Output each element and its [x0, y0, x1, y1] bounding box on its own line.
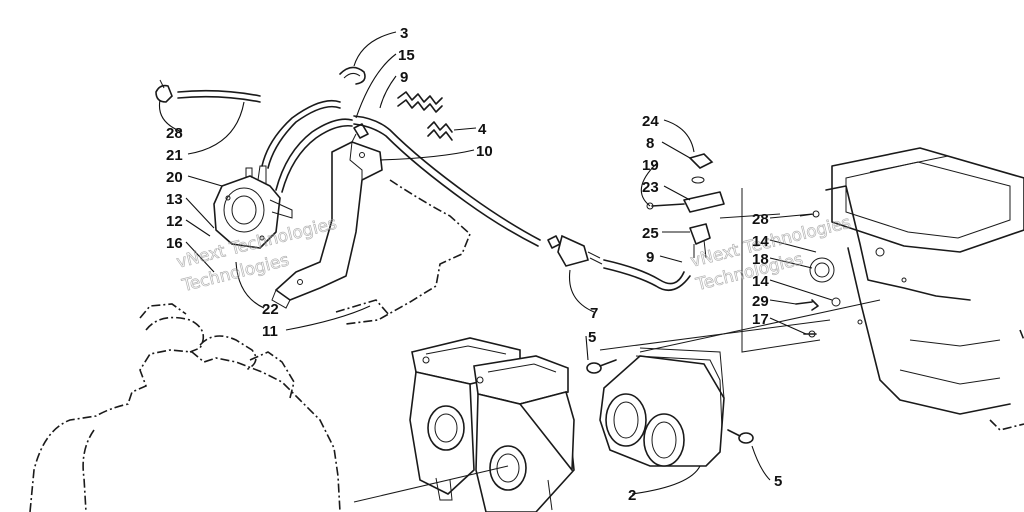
callout-12: 12: [166, 213, 183, 230]
callout-25: 25: [642, 225, 659, 242]
callout-23: 23: [642, 179, 659, 196]
hose-clamp: [155, 79, 173, 103]
carb-guide-line: [353, 465, 509, 503]
chassis-frame: [809, 147, 1024, 431]
callout-15: 15: [398, 47, 415, 64]
callout-29: 29: [752, 293, 769, 310]
callout-20: 20: [166, 169, 183, 186]
hose-springs: [397, 91, 453, 141]
airbox-adaptor: [599, 347, 725, 467]
valve-assembly: [646, 153, 725, 259]
callout-4: 4: [478, 121, 487, 138]
callout-13: 13: [166, 191, 183, 208]
callout-11: 11: [262, 323, 278, 340]
leader-lines: [158, 31, 833, 495]
callout-21: 21: [166, 147, 183, 164]
callout-17: 17: [752, 311, 769, 328]
callout-2: 2: [628, 487, 636, 504]
callout-5a: 5: [588, 329, 596, 346]
fuel-pump: [213, 165, 293, 249]
callout-16: 16: [166, 235, 183, 252]
callout-3: 3: [400, 25, 408, 42]
callout-24: 24: [642, 113, 659, 130]
watermark-left: vNext Technologies Technologies: [174, 213, 339, 296]
callout-28b: 28: [752, 211, 769, 228]
callout-14a: 14: [752, 233, 769, 250]
callout-28: 28: [166, 125, 183, 142]
callout-10: 10: [476, 143, 493, 160]
engine-outline: [29, 303, 341, 512]
carburetor-assembly: [409, 337, 575, 512]
compartment-outline: [335, 179, 471, 325]
callout-14b: 14: [752, 273, 769, 290]
watermark-right: vNext Technologies Technologies: [688, 212, 853, 295]
frame-guide-lines: [599, 188, 881, 353]
callout-8: 8: [646, 135, 654, 152]
spring-clamp: [339, 66, 366, 85]
callout-7: 7: [590, 305, 598, 322]
inline-fuel-filter: [547, 234, 603, 267]
callout-5b: 5: [774, 473, 782, 490]
callout-19: 19: [642, 157, 659, 174]
callout-9: 9: [400, 69, 408, 86]
hose-fitting: [351, 123, 369, 143]
fuel-hose-right: [603, 259, 691, 292]
fuel-pump-bracket: [271, 141, 383, 309]
adaptor-screws: [586, 359, 754, 444]
fuel-hoses: [177, 89, 541, 247]
callout-18: 18: [752, 251, 769, 268]
callout-22: 22: [262, 301, 279, 318]
callout-9b: 9: [646, 249, 654, 266]
callout-labels: 3 15 9 4 10 28 21 20 13 12 16 22 11 24 8…: [166, 25, 782, 504]
